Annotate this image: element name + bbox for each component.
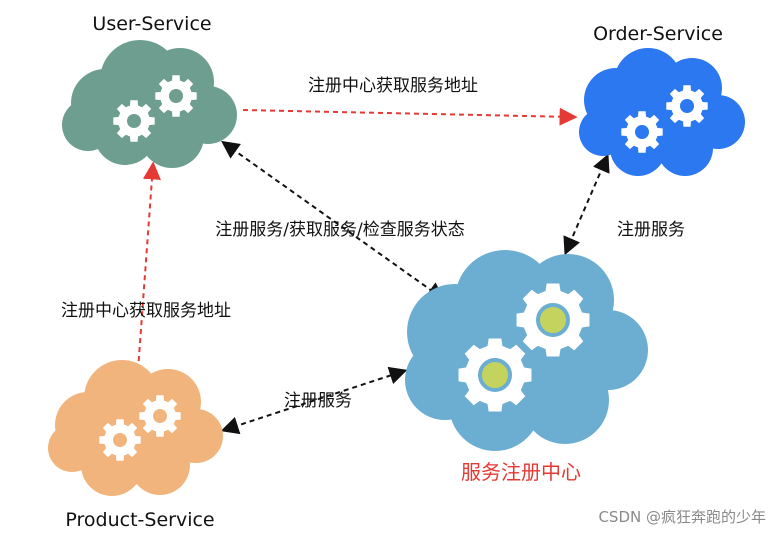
order-service-cloud: [579, 48, 745, 176]
gear-icon: [155, 75, 197, 117]
registry-title: 服务注册中心: [461, 460, 581, 484]
product-service-cloud: [48, 360, 223, 496]
gear-icon: [621, 111, 663, 153]
product-service-title: Product-Service: [65, 509, 214, 531]
user-service-title: User-Service: [92, 13, 211, 35]
gear-icon: [99, 419, 141, 461]
edge-user-to-order: [242, 107, 578, 126]
gear-icon: [458, 338, 532, 412]
edge-product-to-user: [137, 161, 161, 371]
gear-icon: [139, 395, 181, 437]
edge-label-order-registry: 注册服务: [617, 220, 685, 240]
edge-label-user-registry: 注册服务/获取服务/检查服务状态: [215, 220, 464, 240]
gear-icon: [666, 85, 708, 127]
gear-icon: [516, 283, 590, 357]
edge-label-product-registry: 注册服务: [284, 391, 352, 411]
edge-product-registry: [220, 366, 408, 435]
edge-label-user-to-order: 注册中心获取服务地址: [308, 76, 478, 96]
user-service-cloud: [62, 40, 237, 168]
gear-icon: [113, 100, 155, 142]
edge-order-registry: [563, 153, 610, 256]
order-service-title: Order-Service: [593, 23, 723, 45]
edge-label-product-to-user: 注册中心获取服务地址: [61, 301, 231, 321]
registry-cloud: [405, 250, 648, 451]
watermark: CSDN @疯狂奔跑的少年: [598, 508, 766, 526]
